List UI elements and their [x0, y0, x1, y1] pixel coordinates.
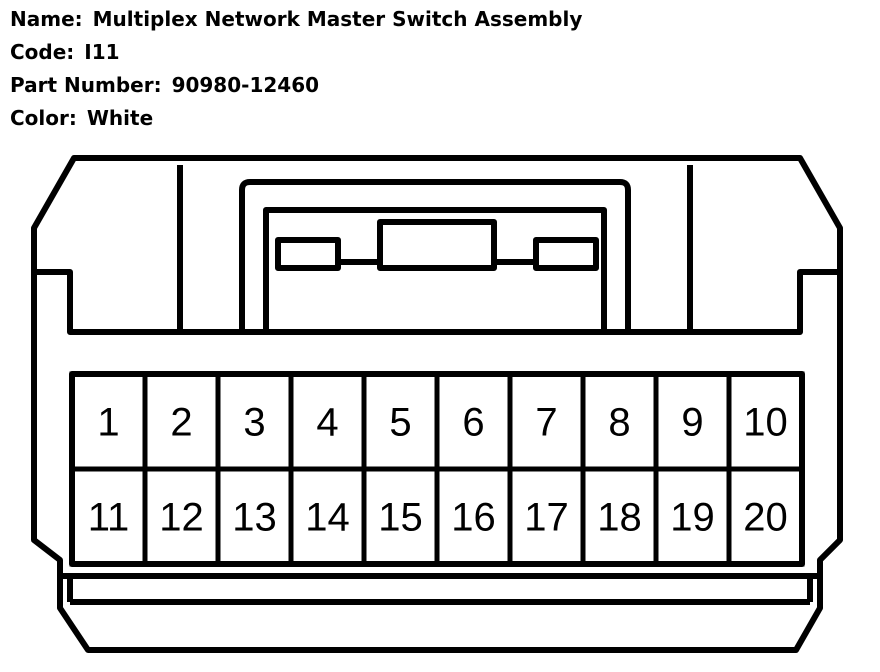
- part-number-value: 90980-12460: [171, 73, 320, 97]
- pin-number-4: 4: [316, 401, 338, 445]
- center-latch-inner: [263, 207, 607, 332]
- right-latch-recess: [687, 165, 840, 335]
- pin-number-13: 13: [232, 496, 277, 540]
- color-label: Color:: [10, 106, 77, 130]
- pin-number-5: 5: [389, 401, 411, 445]
- pin-number-18: 18: [597, 496, 642, 540]
- latch-tab-right: [533, 237, 599, 271]
- pin-number-15: 15: [378, 496, 423, 540]
- connector-housing-outline: [31, 155, 843, 653]
- part-number-label: Part Number:: [10, 73, 162, 97]
- connector-info: Name: Multiplex Network Master Switch Ass…: [10, 4, 582, 136]
- code-line: Code: I11: [10, 37, 582, 70]
- left-latch-recess: [34, 165, 183, 335]
- pin-number-9: 9: [681, 401, 703, 445]
- pin-number-1: 1: [97, 401, 119, 445]
- color-line: Color: White: [10, 103, 582, 136]
- pin-number-17: 17: [524, 496, 569, 540]
- pin-number-14: 14: [305, 496, 350, 540]
- bottom-rail-left-end: [57, 576, 73, 608]
- bottom-rail-right-end: [807, 576, 823, 608]
- pin-number-19: 19: [670, 496, 715, 540]
- name-line: Name: Multiplex Network Master Switch Ass…: [10, 4, 582, 37]
- pin-number-12: 12: [159, 496, 204, 540]
- pin-number-10: 10: [743, 401, 788, 445]
- color-value: White: [86, 106, 154, 130]
- part-number-line: Part Number: 90980-12460: [10, 70, 582, 103]
- center-latch-outer: [239, 179, 631, 332]
- pin-cavity-20: [726, 466, 805, 567]
- pin-number-2: 2: [170, 401, 192, 445]
- pin-number-20: 20: [743, 496, 788, 540]
- name-value: Multiplex Network Master Switch Assembly: [92, 7, 583, 31]
- pin-number-6: 6: [462, 401, 484, 445]
- pin-number-11: 11: [88, 496, 130, 540]
- name-label: Name:: [10, 7, 83, 31]
- code-value: I11: [84, 40, 120, 64]
- pin-number-7: 7: [535, 401, 557, 445]
- code-label: Code:: [10, 40, 75, 64]
- pin-number-8: 8: [608, 401, 630, 445]
- pin-number-3: 3: [243, 401, 265, 445]
- latch-tab-left: [275, 237, 341, 271]
- latch-tab-center: [377, 219, 497, 271]
- pin-number-16: 16: [451, 496, 496, 540]
